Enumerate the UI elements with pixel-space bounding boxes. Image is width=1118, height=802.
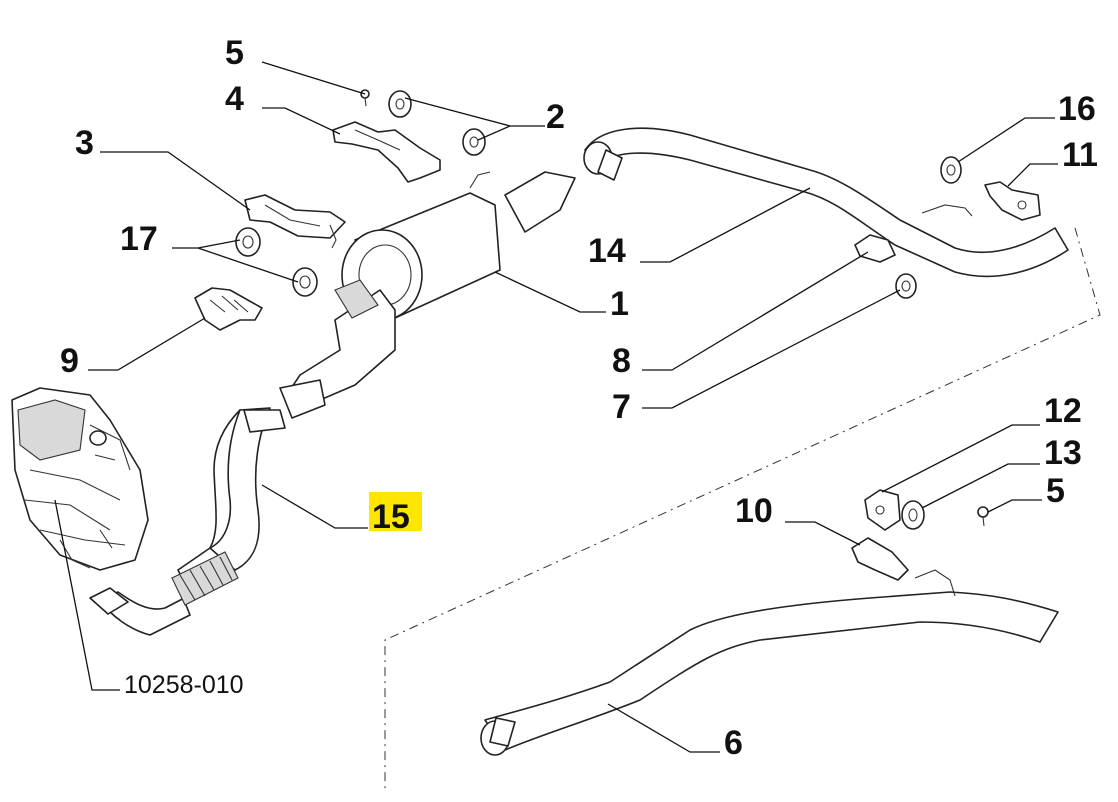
- callout-10[interactable]: 10: [735, 492, 773, 530]
- screw-part-5-top[interactable]: [360, 89, 370, 107]
- mid-flange: [243, 409, 286, 433]
- front-flange: [89, 587, 129, 615]
- leader-lines: [54, 61, 1058, 753]
- front-pipe-part-15[interactable]: [89, 407, 286, 636]
- bracket-part-11[interactable]: [984, 181, 1041, 221]
- rear-clamp: [597, 149, 623, 181]
- reference-code: 10258-010: [124, 671, 244, 699]
- callout-14[interactable]: 14: [588, 232, 626, 270]
- callout-1[interactable]: 1: [610, 285, 629, 323]
- bracket-part-4[interactable]: [332, 121, 441, 183]
- rubber-mount-part-17[interactable]: [235, 227, 318, 297]
- tail-pipe-part-6[interactable]: [480, 569, 1059, 756]
- inlet-pipe: [504, 171, 576, 233]
- callout-13[interactable]: 13: [1044, 434, 1082, 472]
- subassembly-frame: [384, 227, 1101, 790]
- callout-8[interactable]: 8: [612, 342, 631, 380]
- rubber-mount-part-2[interactable]: [388, 90, 486, 156]
- callout-16[interactable]: 16: [1058, 90, 1096, 128]
- callout-12[interactable]: 12: [1044, 392, 1082, 430]
- bracket-part-8[interactable]: [854, 234, 896, 263]
- bracket-part-10[interactable]: [851, 537, 909, 581]
- flex-joint: [171, 551, 239, 606]
- rubber-mount-part-13[interactable]: [901, 500, 925, 530]
- bracket-part-3[interactable]: [244, 194, 346, 249]
- callout-6[interactable]: 6: [724, 724, 743, 762]
- tail-clamp: [489, 717, 516, 747]
- callout-11[interactable]: 11: [1062, 136, 1098, 174]
- callout-4[interactable]: 4: [225, 80, 244, 118]
- central-silencer-part-1[interactable]: [279, 171, 576, 419]
- callout-5-right[interactable]: 5: [1046, 472, 1065, 510]
- callout-15[interactable]: 15: [372, 498, 410, 536]
- bracket-part-12[interactable]: [864, 489, 901, 531]
- callout-7[interactable]: 7: [612, 388, 631, 426]
- callout-2[interactable]: 2: [546, 98, 565, 136]
- heat-shield-part-9[interactable]: [194, 287, 263, 331]
- rear-pipe-part-14[interactable]: [583, 127, 1069, 278]
- callout-3[interactable]: 3: [75, 124, 94, 162]
- callout-15-highlight: [369, 492, 422, 531]
- catalytic-converter[interactable]: [11, 387, 149, 571]
- callout-9[interactable]: 9: [60, 342, 79, 380]
- screw-part-5-right[interactable]: [977, 506, 989, 527]
- callout-17[interactable]: 17: [120, 220, 158, 258]
- rubber-mount-part-16[interactable]: [940, 156, 962, 184]
- callout-5-top[interactable]: 5: [225, 34, 244, 72]
- rubber-mount-part-7[interactable]: [895, 273, 917, 299]
